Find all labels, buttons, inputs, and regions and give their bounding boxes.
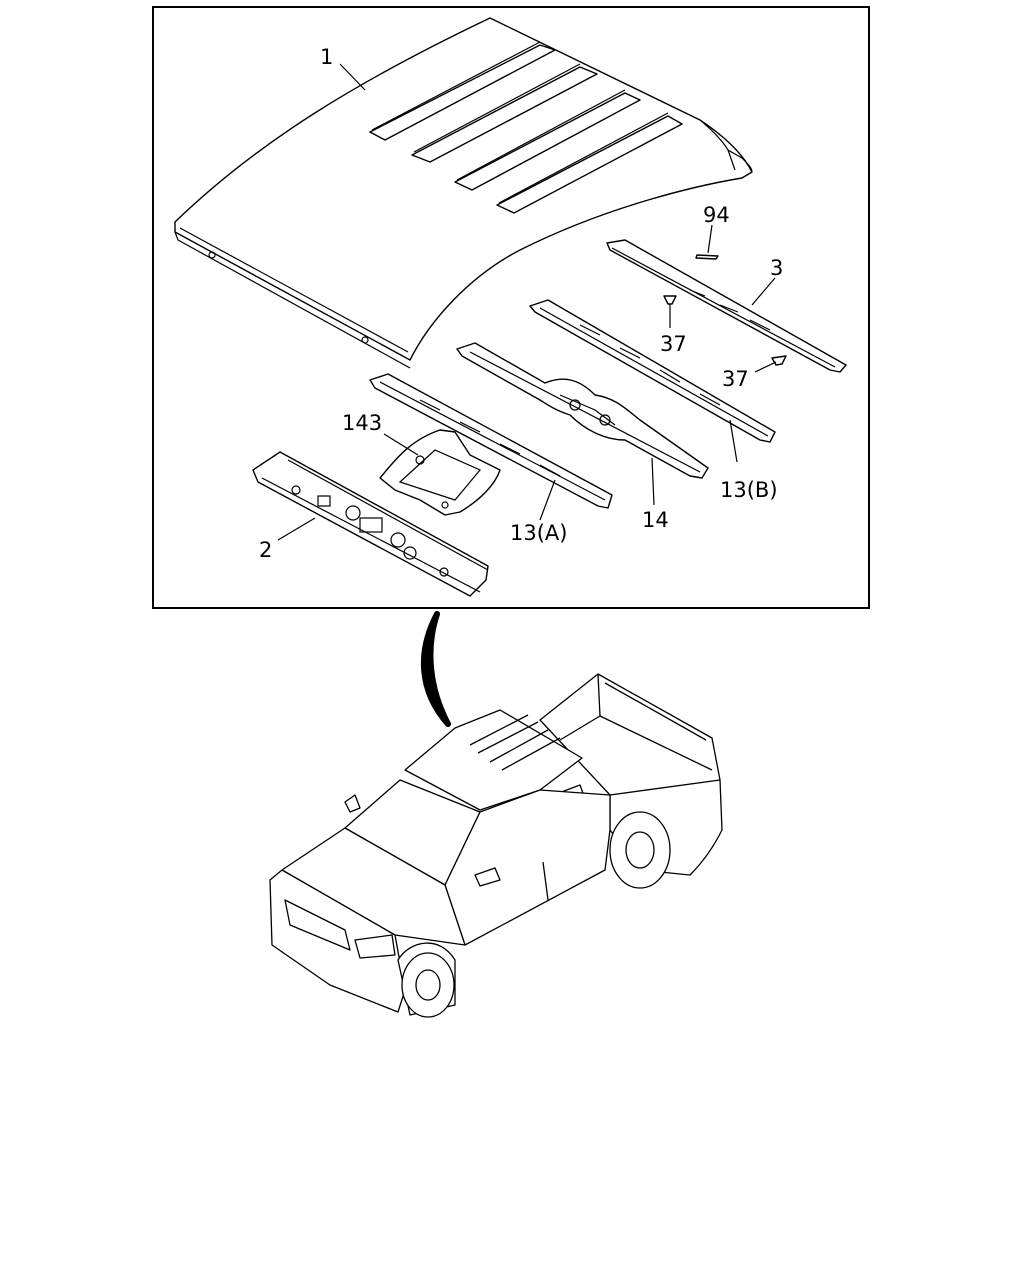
- leader-lines: [277, 63, 777, 541]
- callout-bow-a: 13(A): [510, 521, 567, 545]
- callout-pad: 94: [703, 203, 730, 227]
- pad-drawing: [695, 254, 719, 260]
- callout-bracket: 143: [342, 411, 382, 435]
- callout-rear-header: 3: [770, 256, 783, 280]
- callout-bow-b: 13(B): [720, 478, 778, 502]
- rear-header-drawing: [606, 239, 847, 373]
- bracket-drawing: [379, 429, 501, 516]
- callout-roof-panel: 1: [320, 45, 333, 69]
- front-header-drawing: [252, 451, 489, 597]
- bow-a-drawing: [369, 373, 613, 509]
- callout-clip-upper: 37: [660, 332, 687, 356]
- exploded-view-frame: [152, 6, 870, 609]
- pointer-arrow: [420, 611, 451, 727]
- roof-panel-drawing: [174, 17, 753, 369]
- callout-clip-lower: 37: [722, 367, 749, 391]
- bow-b-drawing: [529, 299, 776, 443]
- pickup-truck-drawing: [269, 673, 723, 1018]
- callout-front-header: 2: [259, 538, 272, 562]
- callout-center-bow: 14: [642, 508, 669, 532]
- center-bow-drawing: [456, 342, 709, 479]
